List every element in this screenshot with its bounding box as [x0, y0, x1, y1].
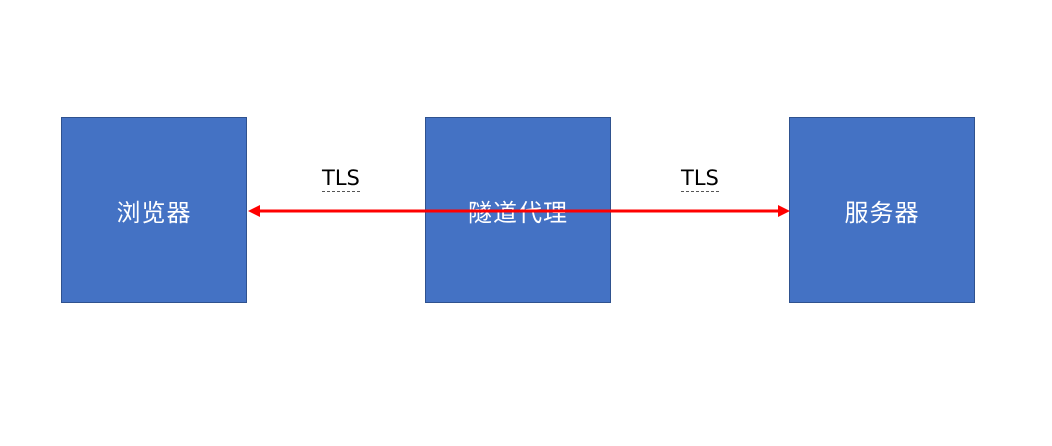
edge-label-right: TLS — [681, 166, 719, 192]
arrowhead-left — [248, 205, 260, 217]
browser-node-label: 浏览器 — [116, 198, 192, 227]
server-node-label: 服务器 — [844, 198, 920, 227]
edge-label-left: TLS — [322, 166, 360, 192]
browser-node: 浏览器 — [61, 117, 247, 303]
tunnel-proxy-node: 隧道代理 — [425, 117, 611, 303]
server-node: 服务器 — [789, 117, 975, 303]
tunnel-proxy-node-label: 隧道代理 — [468, 198, 568, 227]
